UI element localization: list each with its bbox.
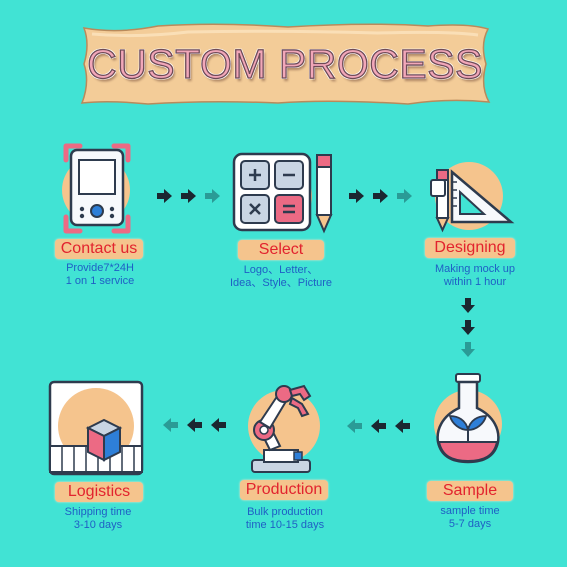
step-label: Contact us bbox=[55, 239, 143, 259]
package-conveyor-icon bbox=[48, 380, 144, 476]
step-label: Production bbox=[240, 480, 328, 500]
step-desc-line2: Idea、Style、Picture bbox=[229, 277, 333, 289]
step-desc-line2: within 1 hour bbox=[443, 276, 507, 288]
step-desc-line1: Shipping time bbox=[64, 506, 132, 518]
arrow-left-icon bbox=[347, 419, 410, 433]
step-desc-line1: sample time bbox=[440, 505, 500, 517]
step-desc-line1: Provide7*24H bbox=[66, 262, 134, 274]
step-label: Logistics bbox=[55, 482, 143, 502]
step-desc-line1: Logo、Letter、 bbox=[243, 264, 319, 276]
step-desc-line2: time 10-15 days bbox=[245, 519, 325, 531]
arrow-right-icon bbox=[349, 189, 412, 203]
arrow-left-icon bbox=[163, 418, 226, 432]
step-desc-line2: 1 on 1 service bbox=[65, 275, 135, 287]
arrow-right-icon bbox=[157, 189, 220, 203]
step-desc-line2: 5-7 days bbox=[448, 518, 492, 530]
step-label: Designing bbox=[425, 238, 515, 258]
page-title: CUSTOM PROCESS bbox=[86, 40, 483, 87]
step-desc-line1: Bulk production bbox=[247, 506, 323, 518]
step-desc-line2: 3-10 days bbox=[73, 519, 123, 531]
banner-scroll-shape bbox=[80, 23, 491, 105]
drafting-tools-icon bbox=[430, 162, 515, 233]
step-label: Sample bbox=[427, 481, 513, 501]
title-banner: CUSTOM PROCESS bbox=[78, 20, 492, 108]
handheld-device-icon bbox=[62, 143, 131, 234]
step-label: Select bbox=[238, 240, 324, 260]
step-desc-line1: Making mock up bbox=[434, 263, 516, 275]
flask-plant-icon bbox=[434, 373, 502, 464]
calculator-pencil-icon bbox=[232, 152, 333, 234]
arrow-down-icon bbox=[461, 298, 475, 357]
robot-arm-icon bbox=[248, 384, 320, 473]
